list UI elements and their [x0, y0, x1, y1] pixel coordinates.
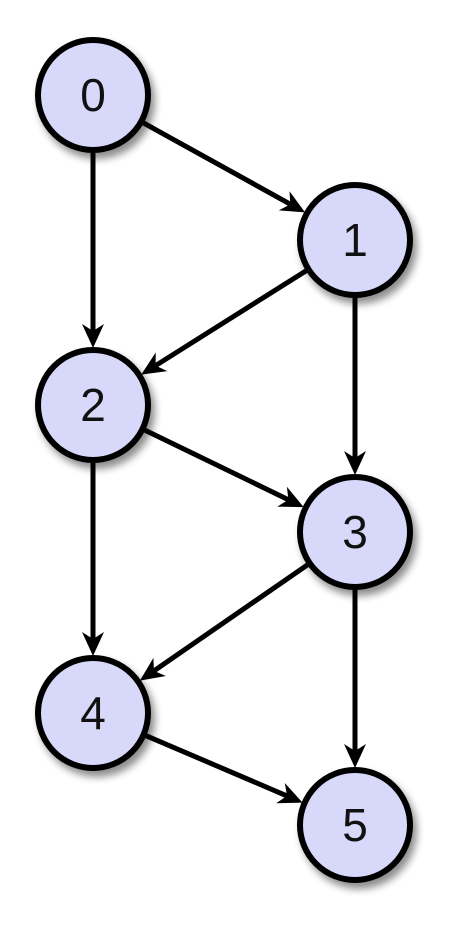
node-1: 1 — [297, 182, 413, 298]
arrowhead-icon — [82, 632, 104, 656]
node-3: 3 — [297, 474, 413, 590]
node-5: 5 — [297, 767, 413, 883]
nodes-layer: 0 1 2 3 4 5 — [35, 37, 413, 883]
edge-line — [152, 562, 310, 673]
node-label: 4 — [80, 687, 106, 739]
edge-line — [143, 427, 290, 502]
arrowhead-icon — [344, 451, 366, 475]
node-circle — [35, 347, 151, 463]
edge-3-4 — [139, 562, 310, 681]
edge-3-5 — [344, 589, 366, 768]
node-label: 0 — [80, 69, 106, 121]
node-2: 2 — [35, 347, 151, 463]
arrowhead-icon — [141, 352, 168, 375]
edge-2-3 — [143, 427, 304, 508]
edge-line — [154, 268, 309, 368]
node-circle — [297, 767, 413, 883]
arrowhead-icon — [276, 783, 303, 804]
edge-line — [141, 120, 292, 207]
edge-1-3 — [344, 297, 366, 475]
edges-layer — [82, 120, 366, 804]
arrowhead-icon — [82, 324, 104, 348]
node-circle — [297, 182, 413, 298]
node-label: 2 — [80, 379, 106, 431]
edge-2-4 — [82, 462, 104, 656]
edge-0-2 — [82, 152, 104, 348]
arrowhead-icon — [277, 486, 304, 508]
arrowhead-icon — [139, 657, 166, 681]
node-circle — [35, 37, 151, 153]
edge-0-1 — [141, 120, 306, 213]
node-4: 4 — [35, 655, 151, 771]
node-circle — [297, 474, 413, 590]
edge-4-5 — [144, 733, 303, 804]
node-label: 3 — [342, 506, 368, 558]
node-label: 5 — [342, 799, 368, 851]
node-0: 0 — [35, 37, 151, 153]
edge-line — [144, 733, 288, 799]
arrowhead-icon — [278, 191, 306, 213]
node-label: 1 — [342, 214, 368, 266]
arrowhead-icon — [344, 744, 366, 768]
edge-1-2 — [141, 268, 309, 375]
node-circle — [35, 655, 151, 771]
